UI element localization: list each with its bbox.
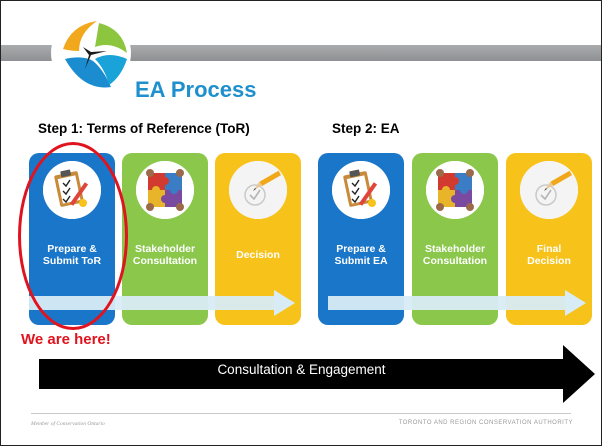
step2-final-decision-label: Final Decision: [527, 243, 571, 267]
we-are-here-label: We are here!: [21, 331, 111, 348]
consultation-engagement-label: Consultation & Engagement: [217, 362, 386, 377]
footer-divider: [31, 413, 571, 414]
step2-prepare-label: Prepare & Submit EA: [334, 243, 388, 267]
step1-heading: Step 1: Terms of Reference (ToR): [38, 121, 250, 136]
puzzle-people-icon: [136, 161, 194, 219]
consultation-engagement-arrow: [39, 345, 595, 403]
check-pencil-icon: [520, 161, 578, 219]
step1-decision-box: Decision: [215, 153, 301, 325]
trca-logo-icon: [51, 13, 131, 93]
step2-stakeholder-label: Stakeholder Consultation: [422, 243, 488, 267]
header-banner: [1, 45, 601, 61]
step1-decision-label: Decision: [236, 249, 280, 261]
current-step-highlight-oval: [18, 142, 128, 330]
page-title: EA Process: [135, 77, 257, 102]
puzzle-people-icon: [426, 161, 484, 219]
step2-heading: Step 2: EA: [332, 121, 400, 136]
step2-flow-arrow: [328, 290, 586, 316]
clipboard-icon: [332, 161, 390, 219]
footer-authority-text: TORONTO AND REGION CONSERVATION AUTHORIT…: [398, 420, 573, 426]
step1-stakeholder-label: Stakeholder Consultation: [132, 243, 198, 267]
check-pencil-icon: [229, 161, 287, 219]
footer-member-text: Member of Conservation Ontario: [31, 421, 105, 427]
